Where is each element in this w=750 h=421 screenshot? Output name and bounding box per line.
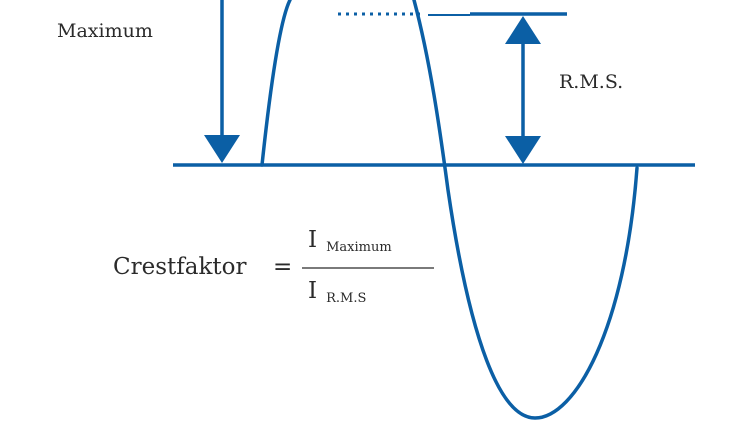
formula-equals: = (273, 254, 293, 280)
denominator-subscript: R.M.S (326, 291, 367, 306)
rms-arrow-head-down (505, 136, 541, 164)
numerator-subscript: Maximum (326, 240, 392, 255)
maximum-label: Maximum (57, 20, 153, 42)
rms-arrow-head-up (505, 16, 541, 44)
formula-denominator: I R.M.S (308, 278, 367, 306)
maximum-arrow-head (204, 135, 240, 163)
rms-label: R.M.S. (559, 71, 624, 93)
formula-numerator: I Maximum (308, 227, 392, 255)
numerator-symbol: I (308, 227, 318, 253)
denominator-symbol: I (308, 278, 318, 304)
sine-wave (260, 0, 639, 420)
formula-lhs: Crestfaktor (113, 254, 247, 280)
